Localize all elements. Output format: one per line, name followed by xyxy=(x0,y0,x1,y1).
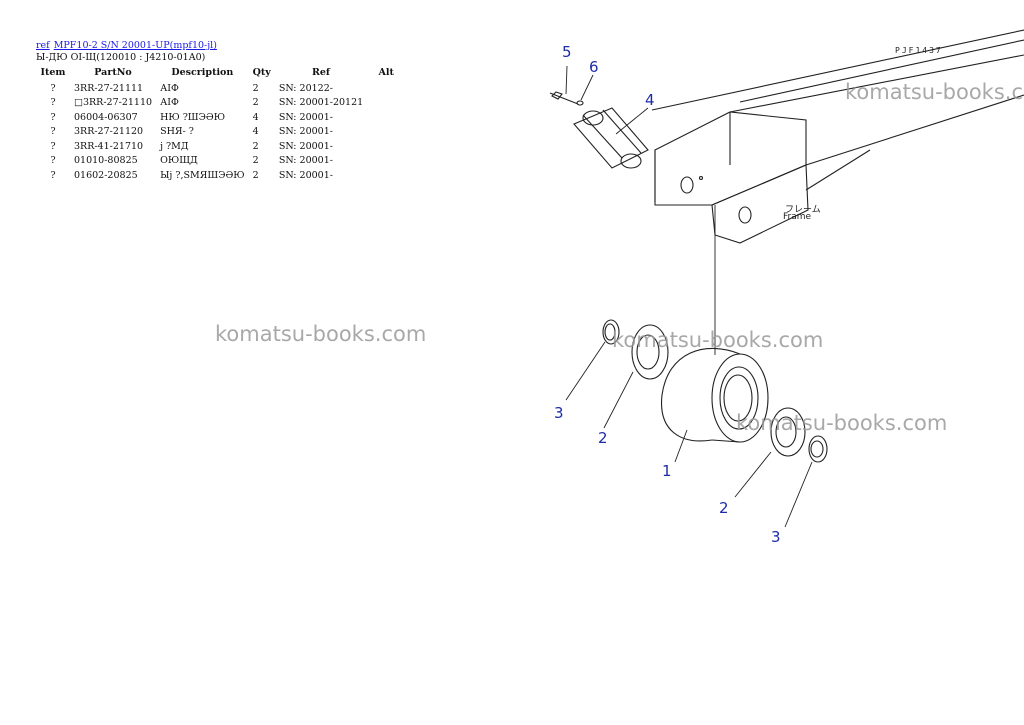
cell-ref: SN: 20001- xyxy=(278,111,333,123)
cell-item: ? xyxy=(50,111,56,123)
table-row: ? 01602-20825 Ыj ?,SМЯШЭӘЮ 2 SN: 20001- xyxy=(36,168,405,183)
cell-ref: SN: 20001- xyxy=(278,169,333,181)
cell-item: ? xyxy=(50,82,56,94)
watermark: komatsu-books.com xyxy=(215,322,427,346)
model-link[interactable]: MPF10-2 S/N 20001-UP(mpf10-jl) xyxy=(53,40,217,51)
frame-drawing xyxy=(651,29,1024,355)
watermark: komatsu-books.com xyxy=(612,328,824,352)
cell-partno: □3RR-27-21110 xyxy=(74,97,153,109)
cell-item: ? xyxy=(50,126,56,138)
cell-description: АІФ xyxy=(160,82,179,94)
cell-partno: 06004-06307 xyxy=(74,111,138,123)
parts-table: Item PartNo Description Qty Ref Alt ? 3R… xyxy=(36,66,405,183)
bearing-seal-drawing xyxy=(565,319,828,528)
cell-partno: 3RR-41-21710 xyxy=(74,140,144,152)
cell-qty: 4 xyxy=(252,111,259,123)
table-row: ? 3RR-41-21710 j ?МД 2 SN: 20001- xyxy=(36,139,405,154)
cell-description: АІФ xyxy=(160,97,179,109)
callout-2: 2 xyxy=(598,429,608,447)
table-row: ? 3RR-27-21120 SНЯ- ? 4 SN: 20001- xyxy=(36,125,405,140)
frame-label-jp: フレーム xyxy=(785,205,821,215)
cell-ref: SN: 20122- xyxy=(278,82,333,94)
cell-ref: SN: 20001- xyxy=(278,140,333,152)
cell-qty: 2 xyxy=(252,155,259,167)
cell-qty: 2 xyxy=(252,97,259,109)
frame-label-en: Frame xyxy=(783,212,812,222)
callout-1: 1 xyxy=(662,462,672,480)
cell-qty: 2 xyxy=(252,140,259,152)
cell-item: ? xyxy=(50,140,56,152)
callout-5: 5 xyxy=(562,43,572,61)
cell-ref: SN: 20001- xyxy=(278,126,333,138)
col-ref: Ref xyxy=(311,67,331,78)
cell-partno: 01010-80825 xyxy=(74,155,138,167)
watermark: komatsu-books.com xyxy=(845,80,1024,104)
callout-4: 4 xyxy=(645,91,655,109)
table-row: ? 01010-80825 ОЮЩД 2 SN: 20001- xyxy=(36,154,405,169)
table-row: ? 3RR-27-21111 АІФ 2 SN: 20122- xyxy=(36,81,405,96)
cell-description: НЮ ?ШЭӘЮ xyxy=(160,111,226,123)
cell-item: ? xyxy=(50,97,56,109)
cell-description: j ?МД xyxy=(160,140,189,152)
cell-item: ? xyxy=(50,169,56,181)
cell-item: ? xyxy=(50,155,56,167)
cell-description: ОЮЩД xyxy=(160,155,198,167)
page-subtitle: Ы-ДЮ ОІ-Щ(120010 : J4210-01A0) xyxy=(36,52,206,63)
drawing-code: PJF1437 xyxy=(895,46,943,55)
callout-2: 2 xyxy=(719,499,729,517)
watermark: komatsu-books.com xyxy=(736,411,948,435)
col-item: Item xyxy=(40,67,66,78)
cell-partno: 01602-20825 xyxy=(74,169,138,181)
callout-3: 3 xyxy=(771,528,781,546)
cell-ref: SN: 20001-20121 xyxy=(278,97,364,109)
cell-qty: 4 xyxy=(252,126,259,138)
cell-description: SНЯ- ? xyxy=(160,126,194,138)
roller-drawing xyxy=(661,347,769,463)
ref-link[interactable]: ref xyxy=(36,40,50,51)
cell-description: Ыj ?,SМЯШЭӘЮ xyxy=(160,169,245,181)
cell-ref: SN: 20001- xyxy=(278,155,333,167)
col-partno: PartNo xyxy=(94,67,132,78)
table-row: ? □3RR-27-21110 АІФ 2 SN: 20001-20121 xyxy=(36,96,405,111)
cell-qty: 2 xyxy=(252,169,259,181)
pin-drawing xyxy=(549,65,649,169)
col-qty: Qty xyxy=(252,67,271,78)
table-row: ? 06004-06307 НЮ ?ШЭӘЮ 4 SN: 20001- xyxy=(36,110,405,125)
callout-6: 6 xyxy=(589,58,599,76)
cell-partno: 3RR-27-21111 xyxy=(74,82,144,94)
col-alt: Alt xyxy=(378,67,394,78)
cell-partno: 3RR-27-21120 xyxy=(74,126,144,138)
callout-3: 3 xyxy=(554,404,564,422)
col-description: Description xyxy=(171,67,234,78)
cell-qty: 2 xyxy=(252,82,259,94)
table-header-row: Item PartNo Description Qty Ref Alt xyxy=(36,66,405,81)
